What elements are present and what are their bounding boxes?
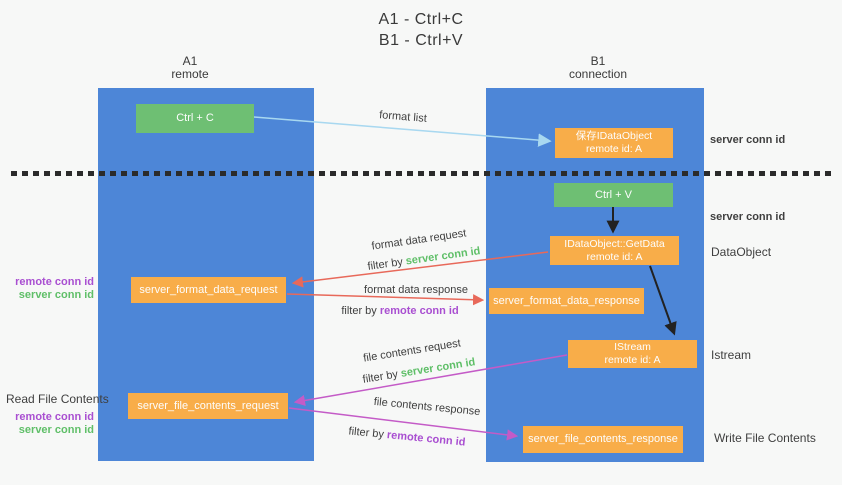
istream-line2: remote id: A bbox=[604, 354, 661, 366]
getdata-line2: remote id: A bbox=[586, 250, 643, 263]
save-idataobject-node[interactable]: 保存IDataObject remote id: A bbox=[555, 128, 673, 158]
getdata-node[interactable]: IDataObject::GetData remote id: A bbox=[550, 236, 679, 265]
title-line-2: B1 - Ctrl+V bbox=[378, 32, 464, 49]
file-contents-request-arrow bbox=[293, 354, 568, 407]
lane-a1-role: remote bbox=[171, 67, 209, 81]
filter-by-text: filter by bbox=[341, 305, 380, 317]
server-conn-id-label: server conn id bbox=[18, 424, 94, 436]
server-file-contents-request-label: server_file_contents_request bbox=[137, 399, 279, 412]
server-format-data-request-node[interactable]: server_format_data_request bbox=[131, 277, 286, 303]
save-idataobject-line2: remote id: A bbox=[585, 143, 643, 155]
server-file-contents-request-node[interactable]: server_file_contents_request bbox=[128, 393, 288, 419]
remote-conn-id-text: remote conn id bbox=[379, 305, 459, 317]
istream-node[interactable]: IStream remote id: A bbox=[568, 340, 697, 368]
istream-line1: IStream bbox=[614, 341, 651, 353]
left-conn-id-group-top: remote conn id server conn id bbox=[6, 276, 94, 302]
remote-conn-id-label: remote conn id bbox=[15, 411, 94, 423]
lane-b1-name: B1 bbox=[590, 54, 606, 68]
format-data-response-label: format data response bbox=[364, 284, 468, 296]
ctrl-c-node[interactable]: Ctrl + C bbox=[136, 104, 254, 133]
ctrl-v-label: Ctrl + V bbox=[595, 188, 632, 201]
format-list-arrow bbox=[253, 116, 552, 147]
server-file-contents-response-label: server_file_contents_response bbox=[528, 433, 678, 445]
lane-b1-role: connection bbox=[568, 67, 628, 81]
title-line-1: A1 - Ctrl+C bbox=[378, 11, 464, 28]
server-conn-id-mid-label: server conn id bbox=[710, 211, 786, 223]
getdata-to-istream-arrow bbox=[649, 265, 677, 336]
server-format-data-response-node[interactable]: server_format_data_response bbox=[489, 288, 644, 314]
server-conn-id-top-label: server conn id bbox=[710, 134, 786, 146]
left-conn-id-group-bottom: remote conn id server conn id bbox=[6, 411, 94, 437]
lane-a1-name: A1 bbox=[182, 54, 198, 68]
ctrl-v-node[interactable]: Ctrl + V bbox=[554, 183, 673, 207]
format-data-response-arrow bbox=[286, 293, 485, 306]
istream-side-label: Istream bbox=[711, 348, 752, 362]
dataobject-label: DataObject bbox=[711, 245, 772, 259]
ctrl-c-label: Ctrl + C bbox=[176, 112, 214, 124]
server-format-data-response-label: server_format_data_response bbox=[493, 294, 640, 307]
read-file-contents-label: Read File Contents bbox=[6, 392, 109, 406]
file-contents-response-arrow bbox=[288, 407, 519, 441]
remote-conn-id-label: remote conn id bbox=[15, 276, 94, 288]
server-format-data-request-label: server_format_data_request bbox=[139, 283, 278, 296]
diagram-title: A1 - Ctrl+C B1 - Ctrl+V bbox=[0, 9, 842, 51]
server-file-contents-response-node[interactable]: server_file_contents_response bbox=[523, 426, 683, 453]
write-file-contents-label: Write File Contents bbox=[714, 431, 816, 445]
lane-header-a1: A1 remote bbox=[130, 55, 250, 81]
getdata-line1: IDataObject::GetData bbox=[564, 237, 665, 250]
session-divider-line bbox=[11, 171, 835, 176]
save-idataobject-line1: 保存IDataObject bbox=[575, 130, 653, 142]
filter-by-remote-conn-id-label-1: filter by remote conn id bbox=[341, 305, 458, 317]
server-conn-id-label: server conn id bbox=[18, 289, 94, 301]
format-data-request-arrow bbox=[291, 251, 549, 288]
lane-header-b1: B1 connection bbox=[538, 55, 658, 81]
